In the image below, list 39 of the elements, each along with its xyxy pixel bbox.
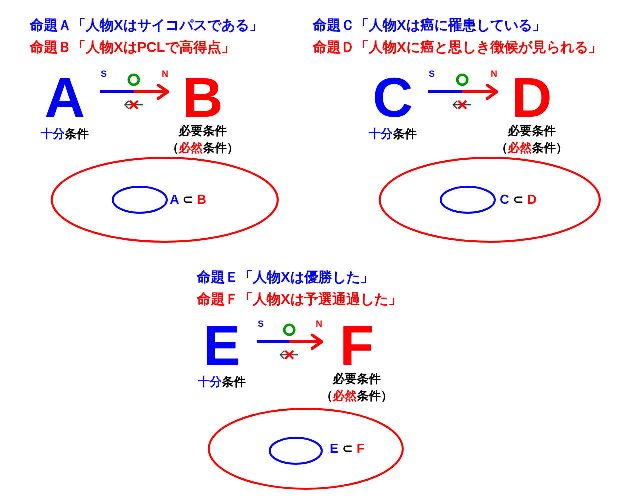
condition-label: 十分条件 bbox=[41, 126, 89, 143]
condition-label: 必要条件 bbox=[333, 371, 381, 388]
condition-label: （必然条件） bbox=[167, 140, 239, 157]
large-letter: C bbox=[358, 70, 428, 126]
arrow bbox=[100, 84, 170, 100]
proposition-text: 命題Ｃ「人物Xは癌に罹患している」 bbox=[313, 17, 546, 35]
subset-label: E ⊂ F bbox=[330, 441, 365, 457]
large-letter: E bbox=[187, 318, 257, 374]
large-letter: A bbox=[30, 70, 100, 126]
sufficient-marker: S bbox=[258, 319, 264, 329]
inner-ellipse bbox=[439, 185, 497, 215]
condition-label: 十分条件 bbox=[369, 126, 417, 143]
condition-label: 必要条件 bbox=[179, 123, 227, 140]
large-letter: D bbox=[497, 70, 567, 126]
outer-ellipse bbox=[378, 156, 602, 244]
proposition-text: 命題Ｄ「人物Xに癌と思しき徴候が見られる」 bbox=[313, 39, 602, 57]
outer-ellipse bbox=[50, 156, 280, 244]
arrow bbox=[257, 334, 324, 350]
inner-ellipse bbox=[268, 436, 324, 466]
sufficient-marker: S bbox=[101, 69, 108, 79]
necessary-marker: N bbox=[491, 69, 498, 79]
sufficient-marker: S bbox=[429, 69, 436, 79]
necessary-marker: N bbox=[162, 69, 168, 79]
subset-label: A ⊂ B bbox=[170, 192, 206, 208]
arrow bbox=[428, 84, 498, 100]
proposition-text: 命題Ｆ「人物Xは予選通過した」 bbox=[197, 291, 402, 309]
large-letter: F bbox=[322, 318, 392, 374]
condition-label: （必然条件） bbox=[496, 140, 568, 157]
necessary-marker: N bbox=[316, 319, 322, 329]
proposition-text: 命題Ｅ「人物Xは優勝した」 bbox=[197, 269, 374, 287]
large-letter: B bbox=[168, 70, 238, 126]
condition-label: 十分条件 bbox=[198, 374, 246, 391]
outer-ellipse bbox=[207, 407, 405, 491]
condition-label: 必要条件 bbox=[508, 123, 556, 140]
proposition-text: 命題Ｂ「人物XはPCLで高得点」 bbox=[30, 39, 236, 57]
proposition-text: 命題Ａ「人物Xはサイコパスである」 bbox=[30, 17, 264, 35]
condition-label: （必然条件） bbox=[321, 388, 393, 405]
subset-label: C ⊂ D bbox=[500, 192, 537, 208]
inner-ellipse bbox=[111, 185, 169, 215]
